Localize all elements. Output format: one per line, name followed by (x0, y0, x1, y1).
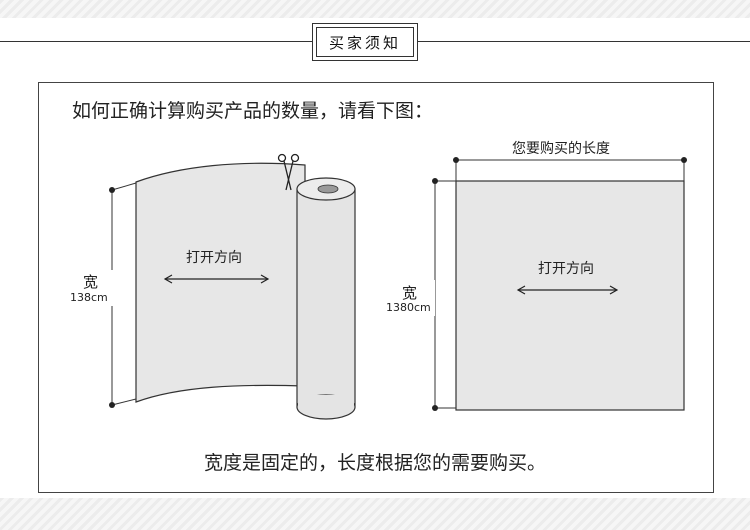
fabric-sheet-flat (456, 181, 684, 410)
right-width-value: 1380cm (386, 301, 431, 314)
left-width-label: 宽 (83, 271, 98, 292)
left-width-value: 138cm (70, 291, 108, 304)
fabric-roll (297, 189, 355, 407)
fabric-sheet (136, 163, 305, 402)
right-direction-label: 打开方向 (538, 258, 594, 278)
right-width-label: 宽 (402, 282, 417, 303)
length-label: 您要购买的长度 (512, 138, 610, 158)
left-direction-label: 打开方向 (186, 247, 242, 267)
fabric-roll-core (318, 185, 338, 193)
footer-note: 宽度是固定的，长度根据您的需要购买。 (0, 448, 750, 475)
